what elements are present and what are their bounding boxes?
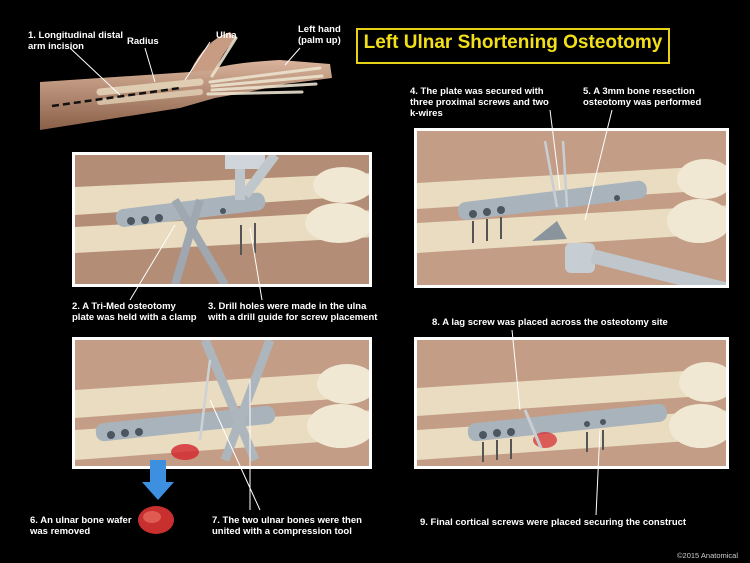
label-incision: 1. Longitudinal distal arm incision — [28, 30, 123, 52]
label-step-3: 3. Drill holes were made in the ulna wit… — [208, 301, 378, 323]
panel-plate-secured — [414, 128, 729, 288]
bone-wafer-drawing — [138, 460, 174, 534]
label-step-2: 2. A Tri-Med osteotomy plate was held wi… — [72, 301, 197, 323]
panel-compression — [72, 337, 372, 469]
label-step-9: 9. Final cortical screws were placed sec… — [420, 517, 687, 528]
arm-incision-drawing — [40, 32, 332, 130]
panel-final-construct — [414, 337, 729, 469]
label-step-8: 8. A lag screw was placed across the ost… — [432, 317, 668, 328]
label-left-hand: Left hand (palm up) — [298, 24, 341, 46]
label-ulna: Ulna — [216, 30, 237, 41]
label-step-6: 6. An ulnar bone wafer was removed — [30, 515, 132, 537]
label-step-4: 4. The plate was secured with three prox… — [410, 86, 549, 119]
label-radius: Radius — [127, 36, 159, 47]
label-step-5: 5. A 3mm bone resection osteotomy was pe… — [583, 86, 702, 108]
page-title: Left Ulnar Shortening Osteotomy — [363, 32, 663, 53]
panel-plate-clamp — [72, 152, 372, 287]
label-step-7: 7. The two ulnar bones were then united … — [212, 515, 362, 537]
title-frame — [356, 28, 670, 64]
copyright-text: ©2015 Anatomical — [677, 551, 738, 560]
